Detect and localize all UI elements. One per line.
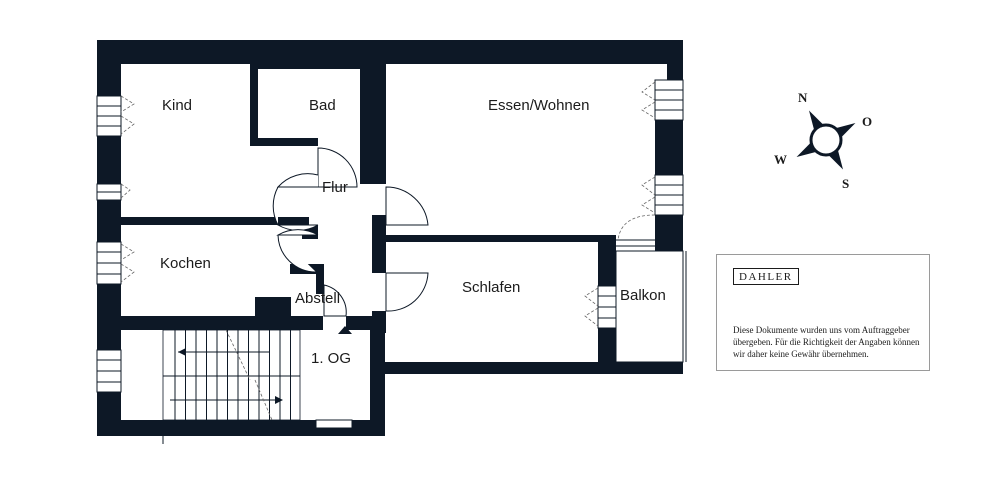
compass: N O S W — [774, 90, 872, 191]
room-label-flur: Flur — [322, 179, 348, 196]
room-labels: Kind Bad Essen/Wohnen Flur Kochen Abstel… — [160, 97, 666, 367]
room-label-schlafen: Schlafen — [462, 279, 520, 296]
room-label-kind: Kind — [162, 97, 192, 114]
window-swings — [120, 81, 656, 327]
compass-south: S — [842, 176, 849, 191]
brand-logo: DAHLER — [733, 268, 799, 285]
doors — [272, 147, 429, 334]
room-label-kochen: Kochen — [160, 255, 211, 272]
disclaimer-text: Diese Dokumente wurden uns vom Auftragge… — [733, 325, 920, 359]
compass-east: O — [862, 114, 872, 129]
room-label-essen-wohnen: Essen/Wohnen — [488, 97, 589, 114]
disclaimer-box: DAHLER Diese Dokumente wurden uns vom Au… — [716, 254, 930, 371]
room-label-bad: Bad — [309, 97, 336, 114]
compass-west: W — [774, 152, 787, 167]
floor-label: 1. OG — [311, 350, 351, 367]
compass-north: N — [798, 90, 808, 105]
room-label-balkon: Balkon — [620, 287, 666, 304]
staircase — [162, 329, 301, 444]
room-label-abstell: Abstell — [295, 290, 340, 307]
windows — [96, 79, 687, 429]
